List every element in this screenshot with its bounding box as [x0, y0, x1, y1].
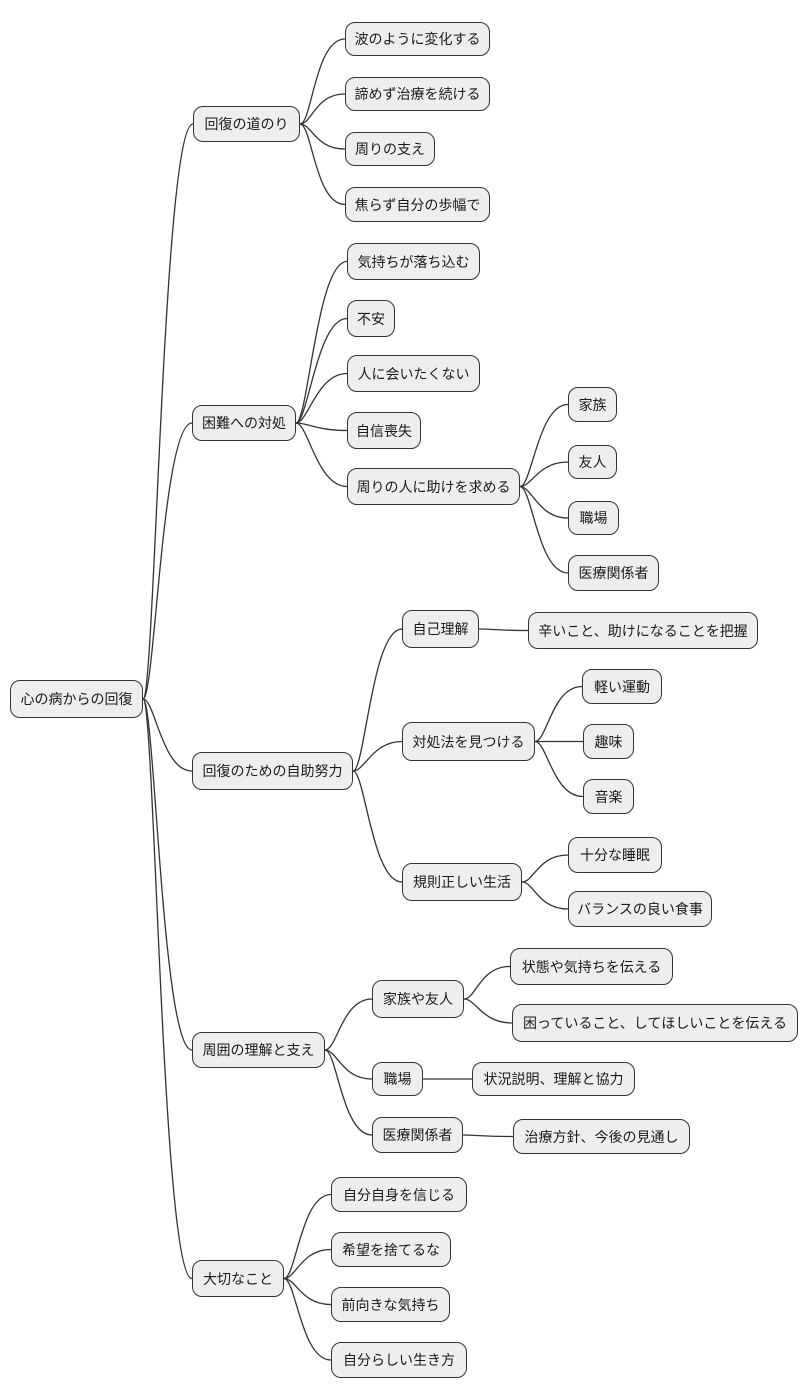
edge-s1-to-s1c3 [299, 123, 346, 150]
edge-s3c3-to-s3c3g1 [521, 854, 569, 883]
edge-s2c5-to-s2c5g2 [519, 461, 569, 488]
mindmap-node-s4c2g1[interactable]: 状況説明、理解と協力 [472, 1062, 635, 1096]
edge-s4-to-s4c3 [324, 1049, 373, 1136]
mindmap-node-s4c1[interactable]: 家族や友人 [372, 980, 464, 1018]
mindmap-node-s2c5[interactable]: 周りの人に助けを求める [347, 468, 520, 505]
edge-s4c1-to-s4c1g1 [463, 965, 511, 1000]
edge-s3c3-to-s3c3g2 [521, 881, 569, 910]
mindmap-node-s2c5g3[interactable]: 職場 [568, 501, 619, 535]
mindmap-node-s2c2[interactable]: 不安 [347, 300, 395, 337]
edge-s2-to-s2c4 [295, 422, 348, 432]
mindmap-node-s1c1[interactable]: 波のように変化する [345, 22, 490, 56]
mindmap-node-s4c3g1[interactable]: 治療方針、今後の見通し [513, 1119, 690, 1154]
edge-root-to-s4 [142, 698, 193, 1051]
mindmap-node-s4[interactable]: 周囲の理解と支え [192, 1032, 325, 1068]
edge-s1-to-s1c1 [299, 38, 346, 125]
edge-s2-to-s2c2 [295, 317, 348, 424]
mindmap-node-s1c4[interactable]: 焦らず自分の歩幅で [345, 187, 490, 222]
mindmap-node-s3c2[interactable]: 対処法を見つける [402, 722, 535, 761]
mindmap-node-s3c3[interactable]: 規則正しい生活 [402, 863, 522, 901]
mindmap-node-root[interactable]: 心の病からの回復 [10, 680, 143, 718]
edge-s3-to-s3c2 [352, 740, 403, 772]
edge-s4c3-to-s4c3g1 [462, 1134, 514, 1138]
mindmap-node-s2c5g4[interactable]: 医療関係者 [568, 555, 659, 591]
edge-s1-to-s1c2 [299, 93, 346, 125]
edge-s2c5-to-s2c5g3 [519, 485, 569, 519]
edge-s2-to-s2c5 [295, 422, 348, 488]
mindmap-node-s3c2g1[interactable]: 軽い運動 [582, 669, 662, 704]
mindmap-node-s5c4[interactable]: 自分らしい生き方 [331, 1342, 467, 1378]
mindmap-node-s2c5g1[interactable]: 家族 [568, 387, 617, 422]
mindmap-node-s2[interactable]: 困難への対処 [192, 405, 296, 441]
edge-s5-to-s5c2 [283, 1248, 332, 1280]
edge-root-to-s2 [142, 422, 193, 700]
edge-s2c5-to-s2c5g1 [519, 403, 569, 488]
edge-s3c2-to-s3c2g1 [534, 685, 583, 743]
mindmap-node-s1[interactable]: 回復の道のり [193, 106, 300, 142]
mindmap-node-s3c3g1[interactable]: 十分な睡眠 [568, 837, 662, 873]
mindmap-node-s3c1g1[interactable]: 辛いこと、助けになることを把握 [528, 612, 758, 649]
mindmap-node-s4c3[interactable]: 医療関係者 [372, 1117, 463, 1153]
edge-s3-to-s3c3 [352, 770, 403, 883]
mindmap-node-s5[interactable]: 大切なこと [192, 1260, 284, 1297]
edge-s2c5-to-s2c5g4 [519, 485, 569, 574]
edge-s4c1-to-s4c1g2 [463, 998, 513, 1024]
edge-root-to-s3 [142, 698, 193, 772]
edge-root-to-s1 [142, 123, 194, 700]
mindmap-node-s3c2g3[interactable]: 音楽 [583, 779, 634, 814]
edge-s2-to-s2c3 [295, 372, 348, 424]
edge-s5-to-s5c1 [283, 1193, 332, 1280]
edge-s1-to-s1c4 [299, 123, 346, 206]
mindmap-node-s4c2[interactable]: 職場 [372, 1062, 423, 1096]
edge-s3-to-s3c1 [352, 628, 403, 772]
mindmap-node-s4c1g1[interactable]: 状態や気持ちを伝える [510, 948, 673, 985]
mindmap-node-s2c1[interactable]: 気持ちが落ち込む [347, 243, 480, 280]
mindmap-node-s1c2[interactable]: 諦めず治療を続ける [345, 77, 490, 111]
mindmap-node-s4c1g2[interactable]: 困っていること、してほしいことを伝える [512, 1004, 798, 1042]
mindmap-node-s3c3g2[interactable]: バランスの良い食事 [568, 891, 712, 927]
edge-s3c1-to-s3c1g1 [478, 628, 529, 632]
mindmap-node-s3c2g2[interactable]: 趣味 [583, 724, 634, 759]
edge-s5-to-s5c4 [283, 1277, 332, 1361]
mindmap-node-s3[interactable]: 回復のための自助努力 [192, 752, 353, 790]
edge-s4-to-s4c1 [324, 998, 373, 1051]
edge-s2-to-s2c1 [295, 260, 348, 424]
mindmap-node-s2c4[interactable]: 自信喪失 [347, 412, 421, 449]
edge-root-to-s5 [142, 698, 193, 1280]
edge-s3c2-to-s3c2g3 [534, 740, 584, 798]
mindmap-node-s2c5g2[interactable]: 友人 [568, 445, 617, 479]
mindmap-node-s5c3[interactable]: 前向きな気持ち [331, 1287, 450, 1322]
mindmap-node-s5c1[interactable]: 自分自身を信じる [331, 1177, 467, 1212]
mindmap-node-s2c3[interactable]: 人に会いたくない [347, 355, 480, 392]
edge-s4-to-s4c2 [324, 1049, 373, 1080]
edge-s5-to-s5c3 [283, 1277, 332, 1306]
mindmap-node-s3c1[interactable]: 自己理解 [402, 610, 479, 648]
mindmap-node-s1c3[interactable]: 周りの支え [345, 132, 435, 166]
mindmap-node-s5c2[interactable]: 希望を捨てるな [331, 1232, 451, 1267]
